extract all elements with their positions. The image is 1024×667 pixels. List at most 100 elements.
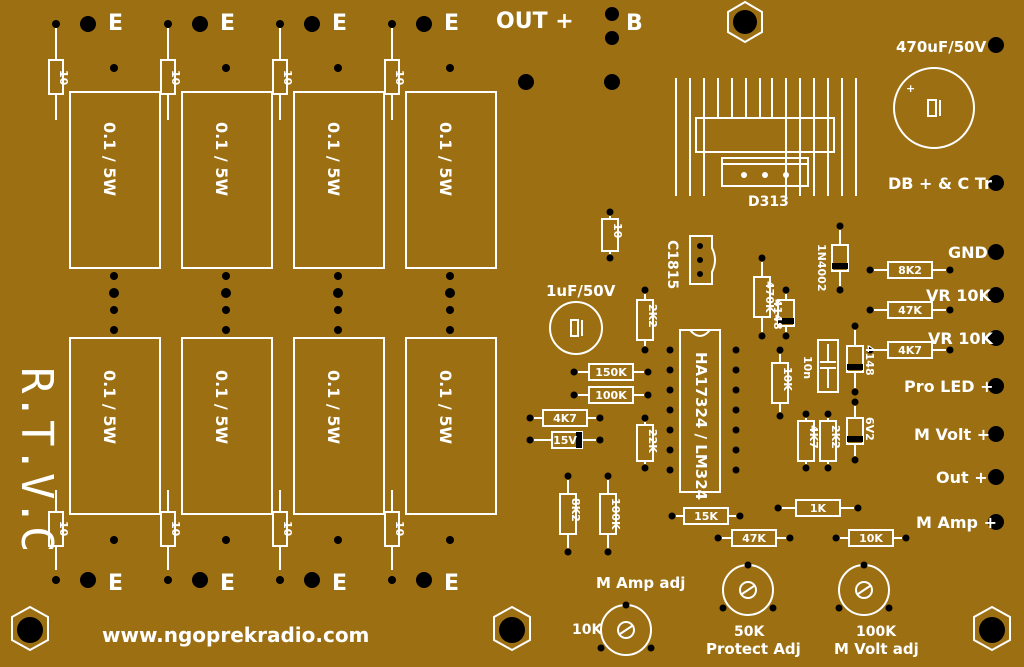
resistor-10k-a-label: 10K: [781, 367, 794, 391]
m-volt-adj-label: M Volt adj: [834, 640, 919, 658]
emitter-resistor-label: 0.1 / 5W: [100, 122, 119, 196]
emitter-label: E: [220, 571, 235, 596]
protect-adj-label: Protect Adj: [706, 640, 801, 658]
vr10k-2-pad: [988, 330, 1004, 346]
driver-transistor: [689, 235, 716, 285]
resistor-10k-b: 10K: [832, 529, 910, 547]
mounting-holes: [11, 0, 1011, 652]
diode-4148-a: 4148: [771, 286, 795, 340]
resistor-470k-label: 470K: [763, 281, 776, 313]
emitter-resistor-label: 0.1 / 5W: [436, 370, 455, 444]
resistor-2k2-a: 2K2: [636, 286, 659, 354]
zener-6v2-label: 6V2: [863, 417, 876, 441]
out-label: Out +: [936, 468, 988, 487]
resistor-8k2-b: 8K2: [559, 472, 582, 556]
resistor-4k7-b-label: 4K7: [553, 412, 577, 425]
driver-label: C1815: [664, 240, 680, 289]
ic-label: HA17324 / LM324: [692, 352, 710, 500]
resistor-4k7-c: 4K7: [797, 410, 820, 472]
emitter-resistor-label: 0.1 / 5W: [212, 122, 231, 196]
emitter-resistor-label: 0.1 / 5W: [324, 370, 343, 444]
gnd-label: GND: [948, 243, 988, 262]
resistor-15k-label: 15K: [694, 510, 718, 523]
resistor-470k: 470K: [753, 254, 776, 340]
out-pad: [988, 469, 1004, 485]
resistor-10-driver: 10: [601, 208, 624, 262]
emitter-label: E: [220, 11, 235, 36]
driver-pads: [697, 243, 703, 277]
emitter-resistor-label: 0.1 / 5W: [100, 370, 119, 444]
db-ctr-pad: [988, 175, 1004, 191]
mounting-hole-bottom-mid: [493, 605, 531, 652]
pot-protect-adj: [719, 561, 777, 616]
diode-1n4002: 1N4002: [815, 222, 849, 294]
emitter-label: E: [444, 11, 459, 36]
pro-led-label: Pro LED +: [904, 377, 994, 396]
ballast-resistor-label: 10: [281, 521, 294, 537]
m-volt-label: M Volt +: [914, 425, 990, 444]
emitter-resistor-label: 0.1 / 5W: [436, 122, 455, 196]
pro-led-pad: [988, 378, 1004, 394]
emitter-label: E: [332, 11, 347, 36]
b-label: B: [626, 11, 643, 36]
vr10k-2-label: VR 10K: [928, 329, 994, 348]
resistor-8k2: 8K2: [866, 261, 954, 279]
vr10k-1-pad: [988, 287, 1004, 303]
resistor-100k-b-label: 100K: [609, 498, 622, 530]
emitter-resistor-label: 0.1 / 5W: [212, 370, 231, 444]
emitter-label: E: [108, 571, 123, 596]
resistor-100k-a: 100K: [570, 386, 652, 404]
m-volt-pad: [988, 426, 1004, 442]
resistor-4k7-a: 4K7: [866, 341, 954, 359]
heatsink-outline: [675, 78, 857, 196]
resistor-4k7-c-label: 4K7: [807, 425, 820, 449]
cap-470-plus: +: [906, 82, 915, 95]
resistor-47k-label: 47K: [898, 304, 922, 317]
resistor-2k2-b-label: 2K2: [829, 425, 842, 449]
mounting-hole-bottom-left: [11, 605, 49, 652]
resistor-10k-a: 10K: [771, 346, 794, 420]
resistor-22k: 22K: [636, 414, 659, 472]
resistor-15k: 15K: [668, 507, 744, 525]
ballast-resistor-label: 10: [169, 70, 182, 86]
resistor-150k: 150K: [570, 363, 652, 381]
output-pads: [518, 7, 620, 90]
m-amp-label: M Amp +: [916, 513, 997, 532]
resistor-150k-label: 150K: [595, 366, 627, 379]
zener-15v-label: 15V: [553, 434, 577, 447]
resistor-2k2-b: 2K2: [819, 410, 842, 472]
ic-package: [679, 329, 721, 493]
resistor-100k-b: 100K: [599, 472, 622, 556]
resistor-22k-label: 22K: [646, 429, 659, 453]
ic-pins: [666, 346, 740, 474]
resistor-10-driver-label: 10: [611, 223, 624, 239]
resistor-10k-b-label: 10K: [859, 532, 883, 545]
resistor-47k: 47K: [866, 301, 954, 319]
vr10k-1-label: VR 10K: [926, 286, 992, 305]
brand-text: R.T.V.C: [11, 367, 62, 552]
zener-15v: 15V: [526, 431, 604, 449]
out-plus-label: OUT +: [496, 9, 574, 34]
emitter-label: E: [108, 11, 123, 36]
ballast-resistor-label: 10: [57, 70, 70, 86]
emitter-label: E: [444, 571, 459, 596]
capacitor-10n: 10n: [801, 339, 839, 393]
capacitor-1uf: [549, 301, 603, 355]
capacitor-470uf: [893, 67, 975, 149]
ballast-resistor-label: 10: [393, 70, 406, 86]
pot-50k-label: 50K: [734, 624, 765, 640]
ballast-resistor-label: 10: [393, 521, 406, 537]
zener-6v2: 6V2: [846, 398, 876, 464]
transistor-label: D313: [748, 194, 789, 210]
cap-470-pad-pad: [988, 37, 1004, 53]
ballast-resistor-label: 10: [57, 521, 70, 537]
diode-4148-b-label: 4148: [863, 345, 876, 376]
ballast-resistor-label: 10: [281, 70, 294, 86]
cap-1u-label: 1uF/50V: [546, 282, 616, 300]
pot-m-volt-adj: [835, 561, 893, 616]
trimmer-pots: [597, 561, 893, 656]
